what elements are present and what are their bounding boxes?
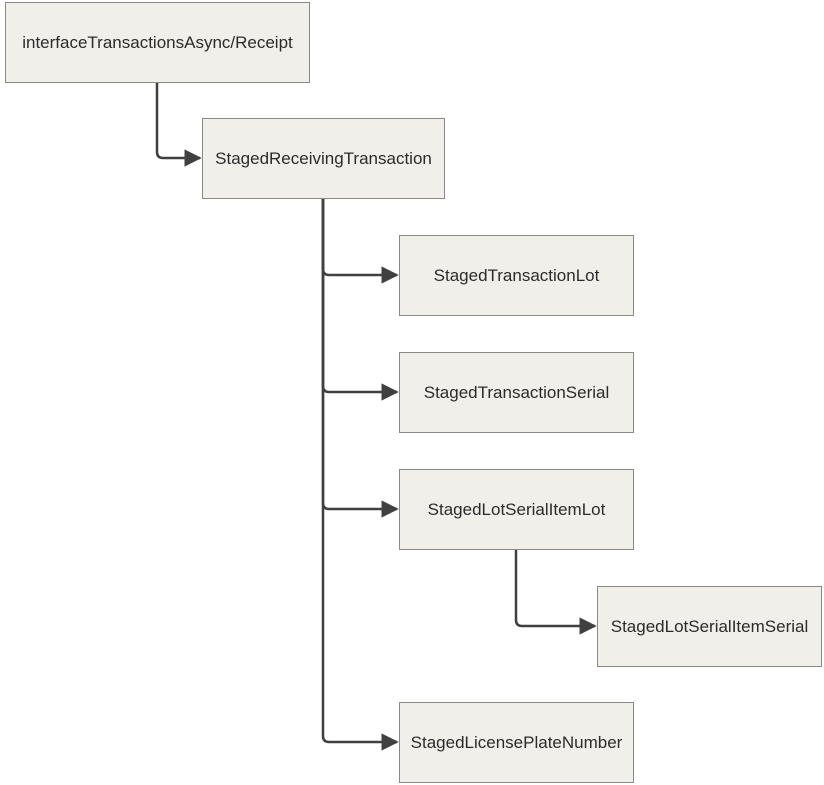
node-staged-receiving-transaction[interactable]: StagedReceivingTransaction	[202, 118, 445, 199]
edge-root-to-srt	[155, 83, 202, 167]
node-staged-lot-serial-item-serial[interactable]: StagedLotSerialItemSerial	[597, 586, 822, 667]
node-label: interfaceTransactionsAsync/Receipt	[22, 32, 293, 52]
node-staged-lot-serial-item-lot[interactable]: StagedLotSerialItemLot	[399, 469, 634, 550]
node-label: StagedLotSerialItemSerial	[610, 616, 809, 636]
node-label: StagedTransactionSerial	[423, 382, 610, 402]
edge-srt-to-stl	[321, 199, 399, 284]
node-label: StagedLicensePlateNumber	[410, 732, 623, 752]
node-interface-transactions-receipt[interactable]: interfaceTransactionsAsync/Receipt	[5, 2, 310, 83]
edge-srt-to-slpn	[321, 199, 399, 751]
edge-srt-to-sts	[321, 199, 399, 401]
node-staged-transaction-serial[interactable]: StagedTransactionSerial	[399, 352, 634, 433]
node-staged-license-plate-number[interactable]: StagedLicensePlateNumber	[399, 702, 634, 783]
node-label: StagedTransactionLot	[433, 265, 600, 285]
edge-slsil-to-slsis	[514, 550, 597, 635]
edge-srt-to-slsil	[321, 199, 399, 518]
node-staged-transaction-lot[interactable]: StagedTransactionLot	[399, 235, 634, 316]
node-label: StagedReceivingTransaction	[215, 148, 432, 168]
node-label: StagedLotSerialItemLot	[427, 499, 606, 519]
